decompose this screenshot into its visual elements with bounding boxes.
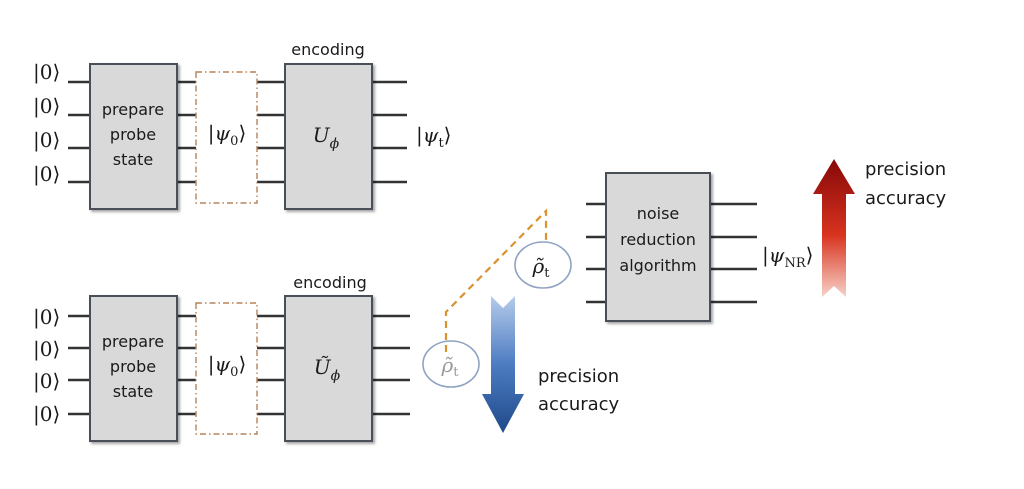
probe-state-label: |ψ0⟩ <box>208 352 247 380</box>
box-text-line: algorithm <box>619 256 696 275</box>
bottom-circuit: |0⟩ |0⟩ |0⟩ |0⟩ prepare prob <box>33 273 480 442</box>
box-text-line: prepare <box>102 100 164 119</box>
top-circuit: |0⟩ |0⟩ |0⟩ |0⟩ prepare <box>33 40 451 210</box>
input-ket: |0⟩ <box>33 369 60 394</box>
up-arrow-label-line: accuracy <box>865 188 947 209</box>
input-ket: |0⟩ <box>33 94 60 119</box>
box-text-line: state <box>113 150 154 169</box>
bottom-prepare-probe-box: prepare probe state <box>89 295 178 442</box>
input-ket: |0⟩ <box>33 128 60 153</box>
output-state-label: |ψt⟩ <box>416 123 451 151</box>
noise-reduction-block: noise reduction algorithm <box>586 172 757 322</box>
input-ket: |0⟩ <box>33 162 60 187</box>
down-arrow-label-line: precision <box>538 366 619 387</box>
gate-box <box>284 295 373 442</box>
input-ket: |0⟩ <box>33 305 60 330</box>
encoding-label: encoding <box>291 40 364 59</box>
dashdot-box <box>195 71 258 204</box>
box-text-line: state <box>113 382 154 401</box>
top-prepare-probe-box: prepare probe state <box>89 63 178 210</box>
up-arrow-label-line: precision <box>865 159 946 180</box>
top-probe-state-box: |ψ0⟩ <box>195 71 258 204</box>
box-text-line: reduction <box>620 230 696 249</box>
box-text-line: probe <box>110 125 156 144</box>
transferred-state-label: ρ̃t <box>532 254 551 281</box>
gate-box <box>284 63 373 210</box>
encoding-gate-symbol: Ũϕ <box>314 355 341 384</box>
top-wires <box>68 80 407 184</box>
encoding-gate-symbol: Uϕ <box>313 123 340 152</box>
transferred-state-ellipse: ρ̃t <box>514 241 572 289</box>
ellipse <box>422 340 480 388</box>
probe-state-label: |ψ0⟩ <box>208 121 247 149</box>
gate-box <box>89 295 178 442</box>
box-text-line: noise <box>637 204 680 223</box>
encoding-label: encoding <box>293 273 366 292</box>
down-arrow-label-line: accuracy <box>538 394 620 415</box>
noisy-state-ellipse: ρ̃t <box>422 340 480 388</box>
dashdot-box <box>195 302 258 435</box>
input-ket: |0⟩ <box>33 402 60 427</box>
noisy-state-label: ρ̃t <box>441 353 460 380</box>
bottom-probe-state-box: |ψ0⟩ <box>195 302 258 435</box>
input-ket: |0⟩ <box>33 337 60 362</box>
box-text-line: prepare <box>102 332 164 351</box>
top-encoding-gate: Uϕ <box>284 63 373 210</box>
decrease-arrow-icon <box>482 296 524 433</box>
gate-box <box>89 63 178 210</box>
bottom-wires <box>68 314 410 416</box>
ellipse <box>514 241 572 289</box>
nr-output-state-label: |ψNR⟩ <box>762 243 813 271</box>
transfer-dashed-path <box>444 208 548 352</box>
bottom-input-kets: |0⟩ |0⟩ |0⟩ |0⟩ <box>33 305 60 427</box>
top-input-kets: |0⟩ |0⟩ |0⟩ |0⟩ <box>33 60 60 187</box>
bottom-noisy-encoding-gate: Ũϕ <box>284 295 373 442</box>
increase-arrow-icon <box>813 159 855 297</box>
input-ket: |0⟩ <box>33 60 60 85</box>
nr-wires <box>586 202 757 304</box>
noise-reduction-box <box>605 172 711 322</box>
box-text-line: probe <box>110 357 156 376</box>
